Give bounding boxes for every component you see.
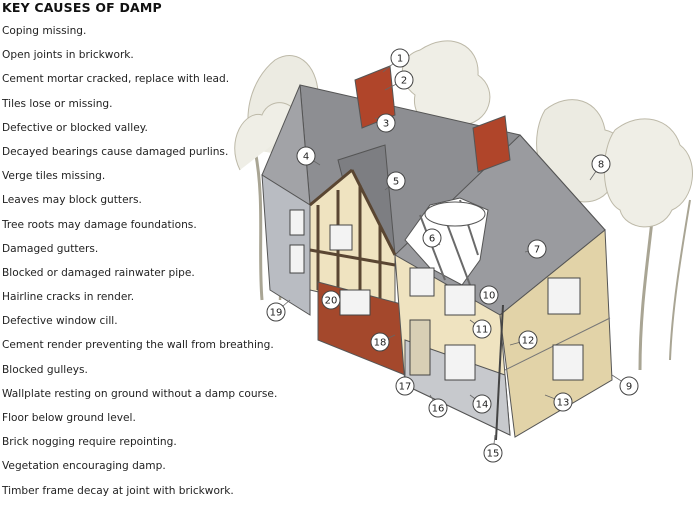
- cause-item-1: Coping missing.: [2, 21, 277, 45]
- marker-number-7: 7: [534, 245, 540, 256]
- cause-item-5: Defective or blocked valley.: [2, 118, 277, 142]
- cause-item-11: Blocked or damaged rainwater pipe.: [2, 263, 277, 287]
- marker-number-17: 17: [399, 382, 412, 393]
- cause-item-18: Brick nogging require repointing.: [2, 432, 277, 456]
- marker-number-3: 3: [383, 119, 389, 130]
- marker-number-5: 5: [393, 177, 399, 188]
- marker-number-15: 15: [487, 449, 500, 460]
- front-door: [410, 320, 430, 375]
- marker-number-2: 2: [401, 76, 407, 87]
- cause-item-13: Defective window cill.: [2, 311, 277, 335]
- marker-number-9: 9: [626, 382, 632, 393]
- cause-item-12: Hairline cracks in render.: [2, 287, 277, 311]
- cause-item-4: Tiles lose or missing.: [2, 94, 277, 118]
- marker-number-12: 12: [522, 336, 535, 347]
- cause-item-19: Vegetation encouraging damp.: [2, 456, 277, 480]
- cause-item-6: Decayed bearings cause damaged purlins.: [2, 142, 277, 166]
- cause-item-15: Blocked gulleys.: [2, 360, 277, 384]
- cause-item-10: Damaged gutters.: [2, 239, 277, 263]
- marker-number-6: 6: [429, 234, 435, 245]
- cause-item-3: Cement mortar cracked, replace with lead…: [2, 69, 277, 93]
- marker-number-1: 1: [397, 54, 403, 65]
- cause-item-7: Verge tiles missing.: [2, 166, 277, 190]
- marker-number-14: 14: [476, 400, 489, 411]
- cause-item-8: Leaves may block gutters.: [2, 190, 277, 214]
- cause-item-16: Wallplate resting on ground without a da…: [2, 384, 277, 408]
- causes-list: Coping missing.Open joints in brickwork.…: [2, 21, 277, 505]
- diagram-title: KEY CAUSES OF DAMP: [2, 0, 162, 15]
- marker-number-18: 18: [374, 338, 387, 349]
- marker-number-16: 16: [432, 404, 445, 415]
- marker-number-8: 8: [598, 160, 604, 171]
- cause-item-2: Open joints in brickwork.: [2, 45, 277, 69]
- cause-item-17: Floor below ground level.: [2, 408, 277, 432]
- marker-number-11: 11: [476, 325, 489, 336]
- marker-number-4: 4: [303, 152, 309, 163]
- cause-item-14: Cement render preventing the wall from b…: [2, 335, 277, 359]
- marker-number-10: 10: [483, 291, 496, 302]
- cause-item-20: Timber frame decay at joint with brickwo…: [2, 481, 277, 505]
- marker-number-13: 13: [557, 398, 570, 409]
- marker-number-20: 20: [325, 296, 338, 307]
- cause-item-9: Tree roots may damage foundations.: [2, 215, 277, 239]
